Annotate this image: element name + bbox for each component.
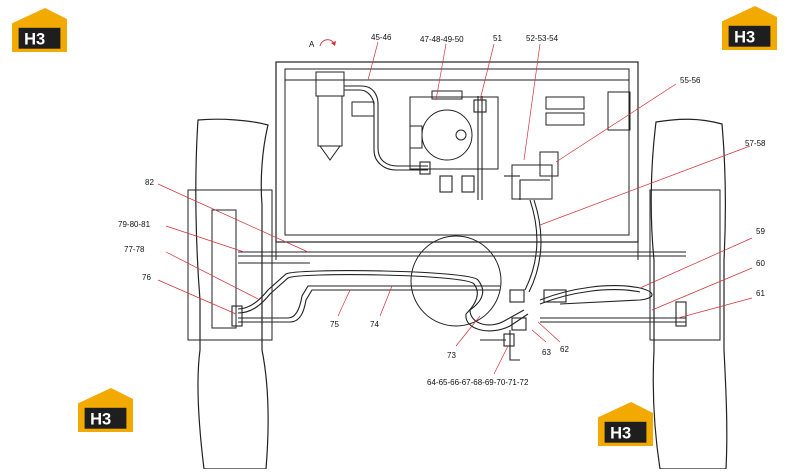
svg-text:H3: H3 <box>610 424 631 442</box>
svg-text:H3: H3 <box>734 28 755 46</box>
svg-text:CHAG: CHAG <box>607 446 637 456</box>
brand-logo-top-right: H3 CHAG <box>722 6 777 60</box>
callout-62: 62 <box>560 345 569 354</box>
callout-64-72: 64-65-66-67-68-69-70-71-72 <box>427 378 529 387</box>
svg-text:H3: H3 <box>90 410 111 428</box>
callout-76: 76 <box>142 273 151 282</box>
leader-lines <box>157 41 753 375</box>
callout-55-56: 55-56 <box>680 76 701 85</box>
svg-text:H3: H3 <box>24 30 45 48</box>
callout-82: 82 <box>145 178 154 187</box>
hydraulic-lines <box>231 85 687 361</box>
svg-text:CHAG: CHAG <box>21 52 51 62</box>
filter-top <box>315 71 345 97</box>
right-box <box>607 91 631 131</box>
callout-59: 59 <box>756 227 765 236</box>
callout-52-54: 52-53-54 <box>526 34 559 43</box>
callout-57-58: 57-58 <box>745 139 766 148</box>
callout-79-81: 79-80-81 <box>118 220 151 229</box>
brand-logo-bottom-right: H3 CHAG <box>598 402 653 456</box>
callout-74: 74 <box>370 320 379 329</box>
right-wheel-hub <box>649 189 721 341</box>
callout-45-46: 45-46 <box>371 33 392 42</box>
callout-63: 63 <box>542 348 551 357</box>
pump-body <box>421 109 473 161</box>
view-marker: A <box>309 39 336 49</box>
callout-61: 61 <box>756 289 765 298</box>
brand-logo-bottom-left: H3 CHAG <box>78 388 133 442</box>
callout-47-50: 47-48-49-50 <box>420 35 464 44</box>
view-label: A <box>309 40 315 49</box>
callout-labels: 45-46 47-48-49-50 51 52-53-54 55-56 57-5… <box>118 33 766 387</box>
callout-73: 73 <box>447 351 456 360</box>
control-valve <box>511 164 553 200</box>
main-frame <box>275 61 639 243</box>
left-wheel-hub <box>187 189 273 341</box>
callout-75: 75 <box>330 320 339 329</box>
callout-51: 51 <box>493 34 502 43</box>
brand-logo-top-left: H3 CHAG <box>12 8 67 62</box>
svg-text:CHAG: CHAG <box>731 50 761 60</box>
axle-center <box>410 235 502 327</box>
callout-60: 60 <box>756 259 765 268</box>
callout-77-78: 77-78 <box>124 245 145 254</box>
machine-outline <box>187 61 728 470</box>
filter-body <box>317 95 343 147</box>
pump-housing <box>409 96 499 170</box>
svg-text:CHAG: CHAG <box>87 432 117 442</box>
